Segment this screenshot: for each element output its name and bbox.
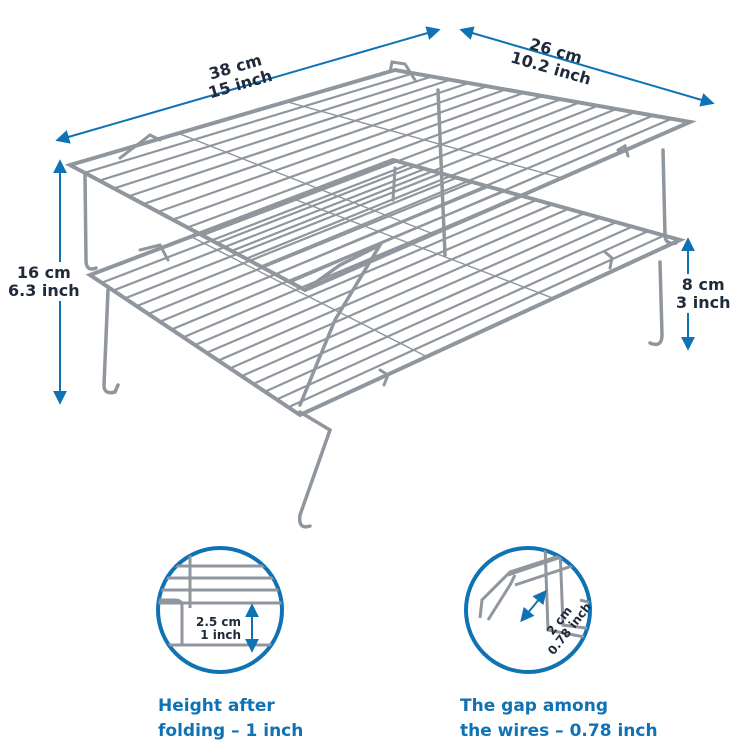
rack-wire xyxy=(205,203,554,354)
wire-gap-caption: The gap among the wires – 0.78 inch xyxy=(460,694,658,743)
rack-wire xyxy=(259,111,636,268)
bottom-rack xyxy=(85,157,686,529)
rack-wire xyxy=(201,98,563,237)
wire-gap-detail xyxy=(464,546,592,674)
tier-gap-label: 8 cm 3 inch xyxy=(676,274,731,314)
rack-wire xyxy=(240,216,602,378)
rack-wire xyxy=(135,176,458,308)
width-dimension-arrow xyxy=(459,26,715,107)
folded-height-imperial: 1 inch xyxy=(200,628,242,643)
folded-height-detail xyxy=(156,546,284,674)
height-imperial: 6.3 inch xyxy=(8,280,80,300)
rack-wire xyxy=(123,172,442,300)
rack-wire xyxy=(157,88,507,213)
folded-height-metric: 2.5 cm xyxy=(196,615,242,629)
rack-wire xyxy=(186,94,544,229)
rack-wire xyxy=(245,107,618,260)
rack-wire xyxy=(287,234,666,409)
rack-wire xyxy=(289,117,673,284)
wire-gap-caption-line2: the wires – 0.78 inch xyxy=(460,720,658,741)
folded-height-caption: Height after folding – 1 inch xyxy=(158,694,303,743)
folded-height-label: 2.5 cm 1 inch xyxy=(196,615,242,643)
rack-wire xyxy=(217,207,570,362)
height-label: 16 cm 6.3 inch xyxy=(8,262,80,302)
rack-wire xyxy=(228,212,586,370)
rack-wire xyxy=(252,221,618,385)
rack-wire xyxy=(193,198,538,347)
rack-crossbar xyxy=(177,132,435,235)
rack-wire xyxy=(112,167,426,292)
rack-wire xyxy=(100,163,411,284)
rack-wire xyxy=(147,181,474,315)
tier-gap-imperial: 3 inch xyxy=(676,292,731,312)
rack-wire xyxy=(274,114,655,276)
rack-wire xyxy=(171,91,526,221)
height-metric: 16 cm xyxy=(16,263,71,282)
folded-caption-line1: Height after xyxy=(158,696,275,716)
tier-gap-metric: 8 cm xyxy=(681,275,725,294)
wire-gap-caption-line1: The gap among xyxy=(460,696,609,716)
length-dimension-arrow xyxy=(55,26,441,144)
rack-wire xyxy=(263,225,634,393)
folded-caption-line2: folding – 1 inch xyxy=(158,720,304,741)
rack-crossbar xyxy=(190,235,428,358)
rack-wire xyxy=(230,104,599,253)
rack-crossbar xyxy=(291,197,555,300)
rack-wire xyxy=(275,230,650,401)
rack-wire xyxy=(215,101,581,245)
